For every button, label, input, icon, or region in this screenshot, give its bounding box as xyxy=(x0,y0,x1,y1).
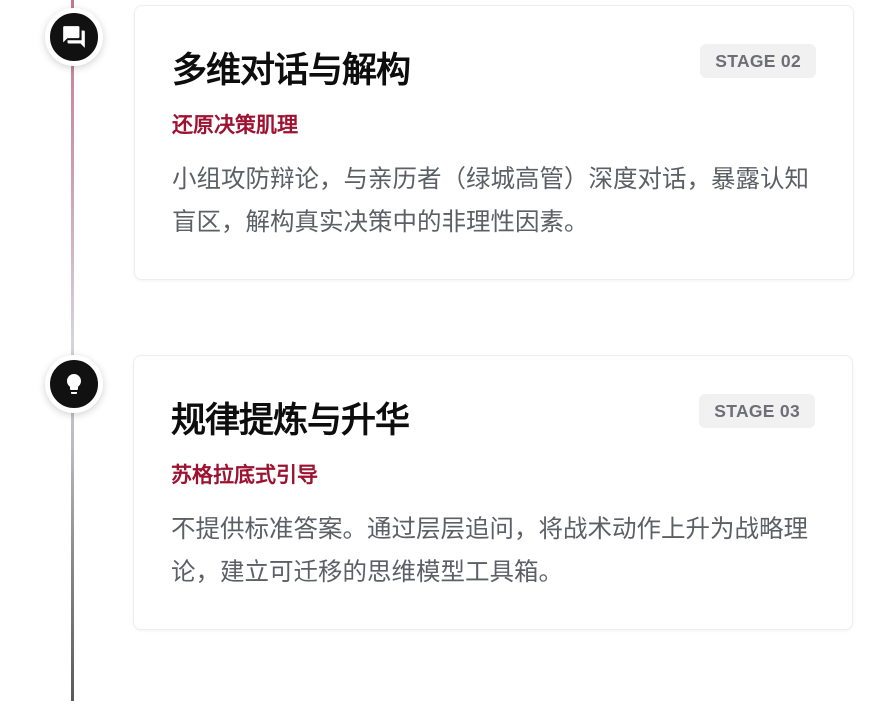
stage-badge: STAGE 02 xyxy=(700,44,816,78)
stage-card-02: 多维对话与解构 STAGE 02 还原决策肌理 小组攻防辩论，与亲历者（绿城高管… xyxy=(134,5,854,280)
lightbulb-icon xyxy=(62,372,86,396)
forum-chat-icon xyxy=(61,24,87,50)
stage-title: 多维对话与解构 xyxy=(172,51,411,91)
timeline-node-stage-03 xyxy=(45,355,103,413)
timeline-node-stage-02 xyxy=(45,8,103,66)
stage-card-03: 规律提炼与升华 STAGE 03 苏格拉底式引导 不提供标准答案。通过层层追问，… xyxy=(133,355,853,630)
stage-subtitle: 苏格拉底式引导 xyxy=(171,463,318,487)
stage-description: 小组攻防辩论，与亲历者（绿城高管）深度对话，暴露认知盲区，解构真实决策中的非理性… xyxy=(172,164,809,236)
timeline-line xyxy=(71,0,74,701)
stage-title: 规律提炼与升华 xyxy=(171,401,410,441)
stage-badge: STAGE 03 xyxy=(699,394,815,428)
stage-description: 不提供标准答案。通过层层追问，将战术动作上升为战略理论，建立可迁移的思维模型工具… xyxy=(171,514,808,586)
stage-subtitle: 还原决策肌理 xyxy=(172,113,298,137)
